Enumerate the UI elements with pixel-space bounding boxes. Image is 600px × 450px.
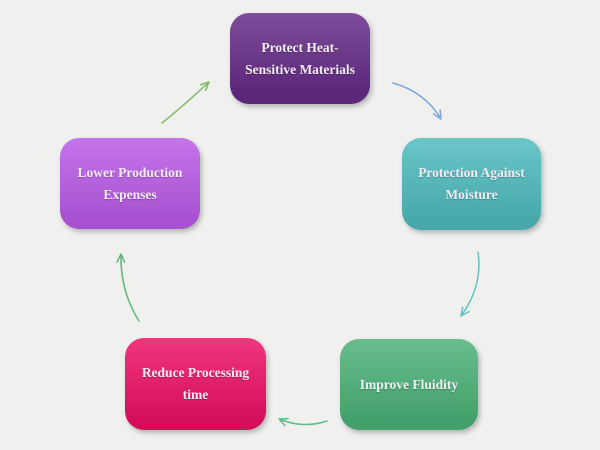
- node-label-lower-production-expenses: Lower Production Expenses: [77, 164, 183, 202]
- arrow-top-to-right: [392, 82, 442, 120]
- node-protection-against-moisture: Protection Against Moisture: [402, 138, 541, 230]
- arrow-bottom-left-to-left: [116, 253, 140, 322]
- arrow-right-to-bottom-right: [460, 251, 480, 317]
- node-reduce-processing-time: Reduce Processing time: [125, 338, 266, 430]
- node-protect-heat-sensitive-materials: Protect Heat-Sensitive Materials: [230, 13, 370, 104]
- node-label-reduce-processing-time: Reduce Processing time: [141, 365, 250, 402]
- node-label-protection-against-moisture: Protection Against Moisture: [418, 165, 525, 202]
- arrow-bottom-right-to-bottom-left: [278, 417, 328, 427]
- node-improve-fluidity: Improve Fluidity: [340, 339, 478, 430]
- arrow-left-to-top: [161, 81, 210, 124]
- node-label-improve-fluidity: Improve Fluidity: [359, 376, 459, 392]
- node-lower-production-expenses: Lower Production Expenses: [60, 138, 200, 229]
- node-label-protect-heat-sensitive-materials: Protect Heat-Sensitive Materials: [245, 39, 355, 77]
